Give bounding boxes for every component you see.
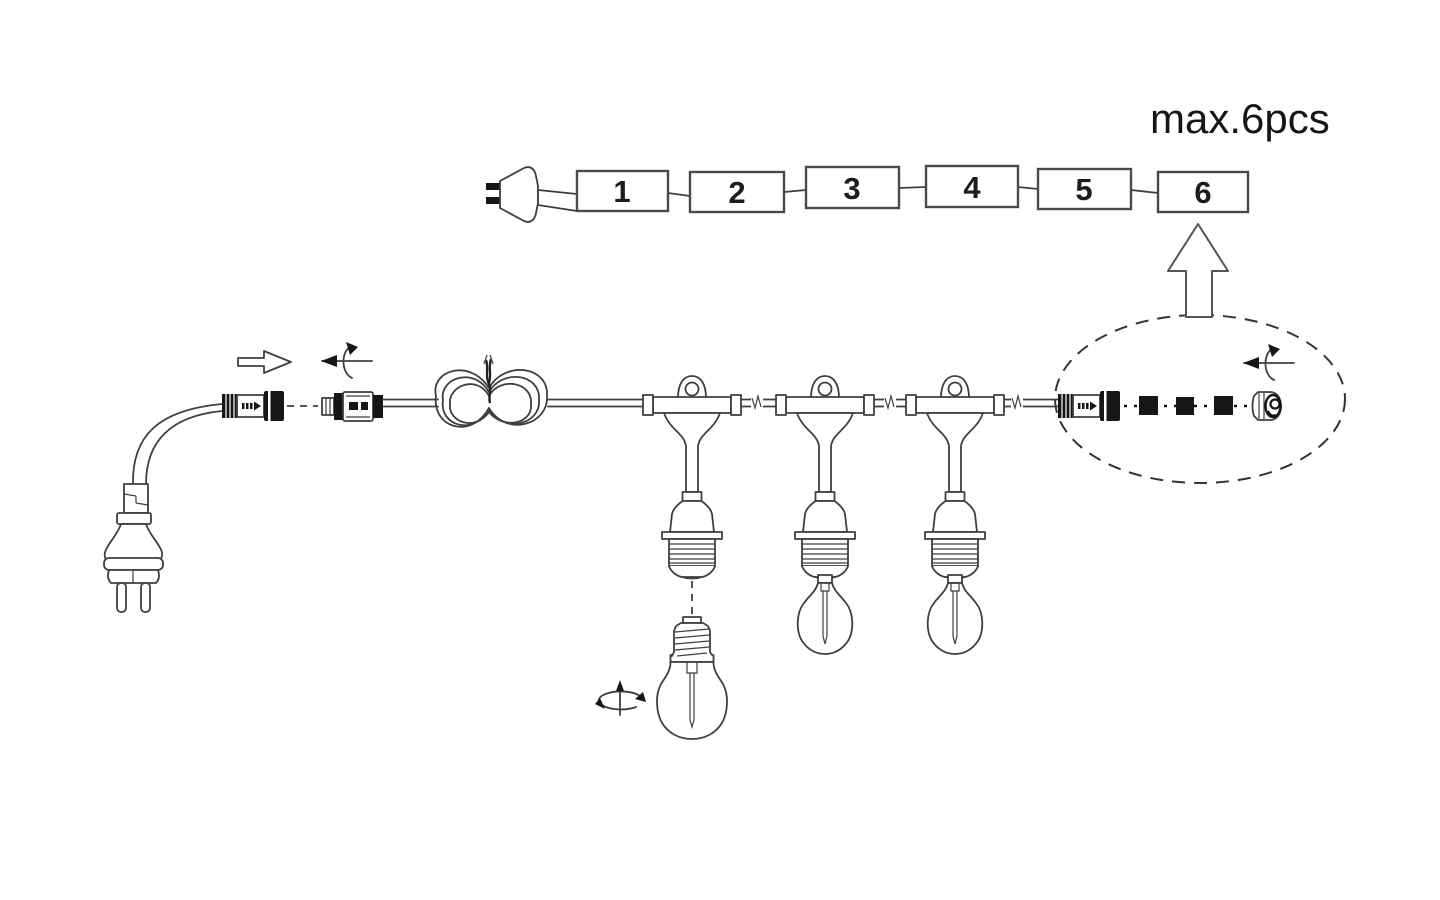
detail-ellipse (1054, 314, 1346, 484)
chain-box-1: 1 (575, 169, 670, 213)
cable-break-mark (751, 393, 763, 412)
cable-tie (483, 354, 494, 404)
male-connector (221, 390, 285, 422)
power-cord (132, 403, 223, 485)
spacer-square (1139, 396, 1158, 415)
extension-chain-schematic: 1 2 3 4 5 6 (486, 164, 1250, 223)
chain-box-2: 2 (688, 170, 786, 214)
tee-connector-socket-2 (775, 375, 875, 580)
spacer-square (1214, 396, 1233, 415)
end-cap (1251, 391, 1282, 421)
plug-pin (140, 582, 151, 613)
main-cable (382, 398, 1059, 408)
end-connector (1057, 390, 1121, 422)
rotate-bulb-arrow-icon (595, 680, 646, 716)
spacer-square (1176, 397, 1194, 415)
tee-connector-socket-1 (642, 375, 742, 580)
chain-box-label: 5 (1075, 172, 1092, 207)
cable-break-mark (1011, 393, 1023, 412)
power-plug-icon (486, 166, 578, 223)
bulb-installed (926, 574, 984, 655)
chain-box-label: 3 (843, 171, 860, 206)
insert-arrow-icon (237, 350, 292, 374)
chain-box-label: 1 (613, 174, 630, 209)
chain-box-6: 6 (1156, 170, 1250, 214)
chain-box-label: 6 (1194, 175, 1211, 210)
chain-links (667, 186, 1159, 197)
chain-box-4: 4 (924, 164, 1020, 209)
rotate-arrow-icon (1242, 343, 1295, 381)
chain-box-5: 5 (1036, 167, 1133, 211)
cable-break-mark (884, 393, 896, 412)
female-connector (321, 391, 383, 422)
max-pieces-label: max.6pcs (1150, 95, 1330, 142)
bulb-glass (656, 661, 728, 740)
bulb-detached (656, 616, 728, 740)
plug-pin (116, 582, 127, 613)
up-arrow-icon (1167, 223, 1229, 318)
tee-connector-socket-3 (905, 375, 1005, 580)
mains-plug (103, 403, 223, 613)
cable-coil (434, 354, 548, 428)
chain-box-label: 4 (963, 170, 981, 205)
chain-box-3: 3 (804, 165, 901, 210)
chain-box-label: 2 (728, 175, 745, 210)
bulb-installed (796, 574, 854, 655)
rotate-arrow-icon (320, 341, 373, 379)
